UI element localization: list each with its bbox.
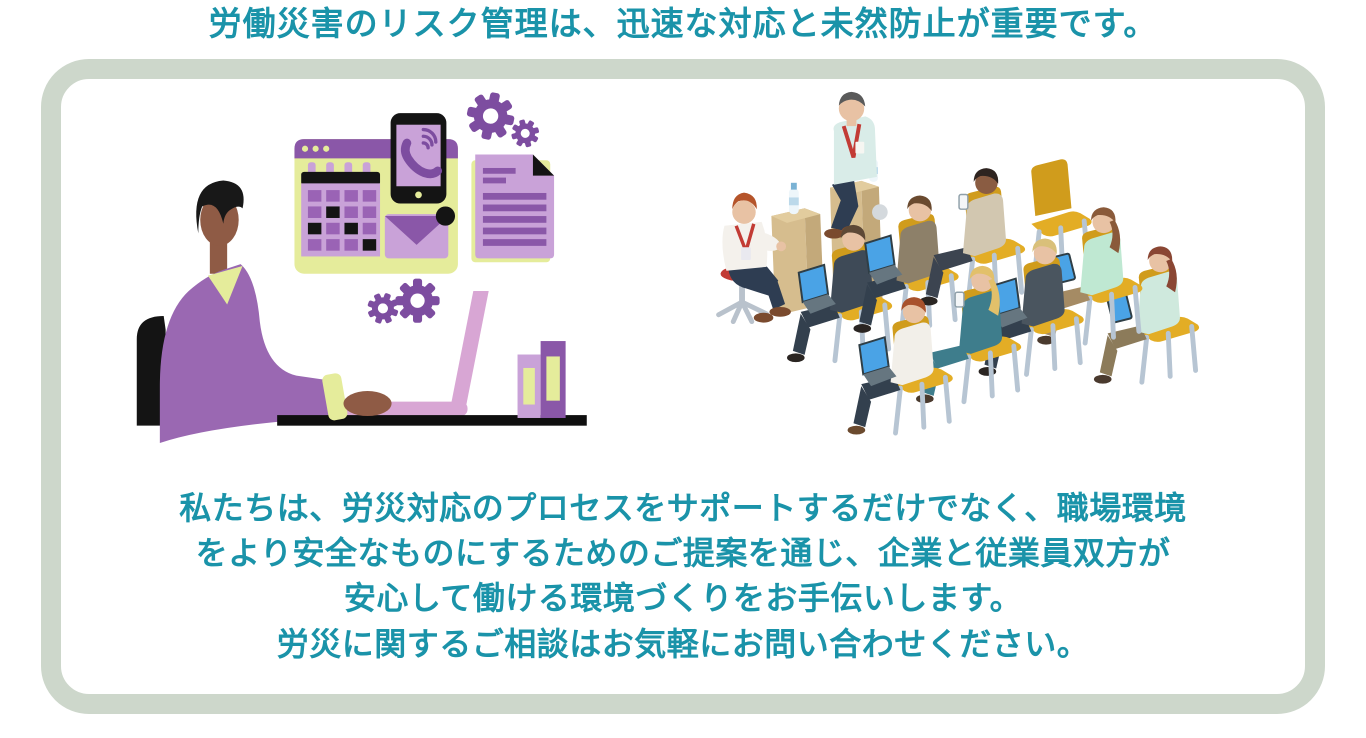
phone-call-icon [390, 112, 447, 204]
mail-notification-icon [384, 205, 456, 258]
speaker-prop [872, 203, 888, 220]
presenter-on-stool [716, 192, 791, 324]
seated-person [159, 180, 341, 443]
typing-hand [322, 372, 392, 420]
calendar-icon [301, 161, 381, 256]
paragraph-line: 労災に関するご相談はお気軽にお問い合わせください。 [276, 625, 1090, 662]
paragraph-line: 安心して働ける環境づくりをお手伝いします。 [343, 580, 1023, 617]
desk [277, 414, 587, 426]
desk-workflow-illustration [131, 87, 631, 448]
paragraph-line: をより安全なものにするためのご提案を通じ、企業と従業員双方が [195, 534, 1171, 571]
books-icon [517, 340, 566, 418]
seminar-audience-illustration [687, 87, 1235, 478]
audience-front-row [847, 206, 1200, 434]
document-icon [471, 154, 555, 262]
desk-workflow-svg [136, 87, 587, 443]
audience-back-row [787, 159, 1092, 362]
illustration-row [75, 87, 1291, 478]
info-panel: 私たちは、労災対応のプロセスをサポートするだけでなく、職場環境 をより安全なもの… [41, 58, 1325, 714]
page-title: 労働災害のリスク管理は、迅速な対応と未然防止が重要です。 [208, 5, 1158, 42]
panel-paragraph: 私たちは、労災対応のプロセスをサポートするだけでなく、職場環境 をより安全なもの… [179, 486, 1187, 668]
paragraph-line: 私たちは、労災対応のプロセスをサポートするだけでなく、職場環境 [179, 489, 1187, 526]
seminar-audience-svg [716, 91, 1235, 478]
presenter-on-box [824, 91, 877, 239]
